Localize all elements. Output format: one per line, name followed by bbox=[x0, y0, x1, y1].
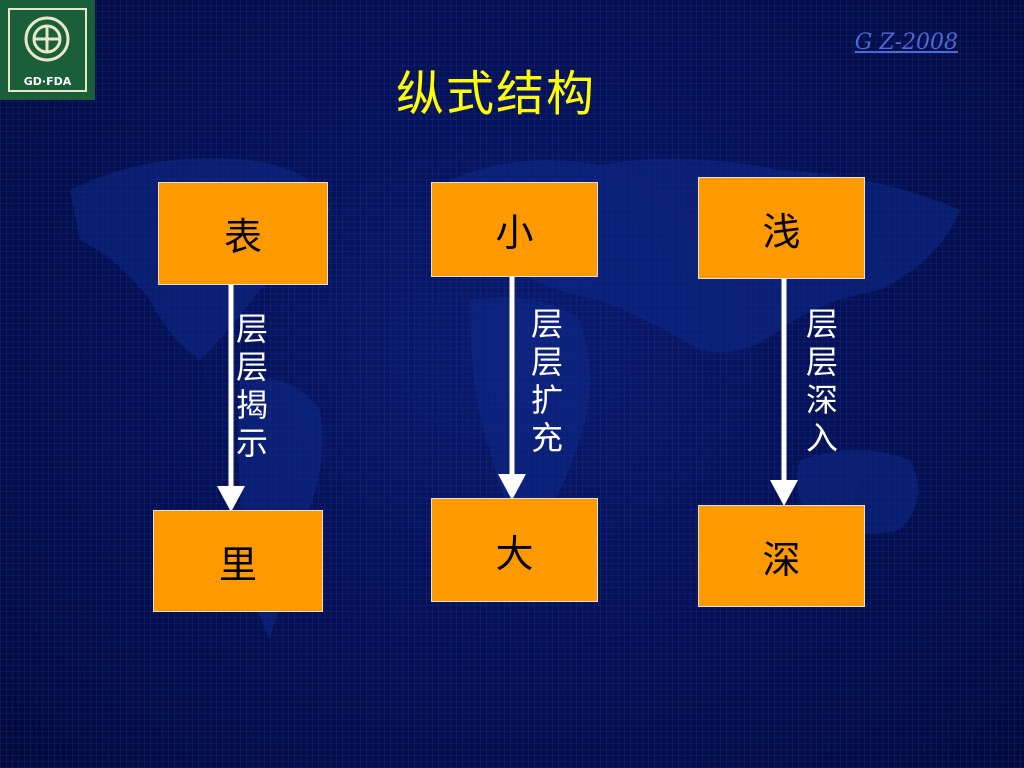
box-inside: 里 bbox=[153, 510, 323, 612]
label-expand: 层层扩充 bbox=[530, 305, 563, 457]
box-shallow: 浅 bbox=[698, 177, 865, 279]
footer-tag: G Z-2008 bbox=[854, 30, 958, 55]
box-surface: 表 bbox=[158, 182, 328, 285]
arrow-2 bbox=[498, 276, 526, 500]
box-large: 大 bbox=[431, 498, 598, 602]
box-deep: 深 bbox=[698, 505, 865, 607]
label-reveal: 层层揭示 bbox=[235, 310, 268, 462]
arrow-3 bbox=[770, 279, 798, 506]
logo-frame bbox=[8, 8, 87, 92]
slide-title: 纵式结构 bbox=[395, 66, 596, 122]
logo-text: GD·FDA bbox=[23, 75, 72, 88]
label-deepen: 层层深入 bbox=[805, 305, 838, 457]
arrow-1 bbox=[217, 285, 245, 512]
box-small: 小 bbox=[431, 182, 598, 277]
gdfda-logo: GD·FDA bbox=[0, 0, 95, 100]
emblem-icon bbox=[24, 16, 70, 62]
